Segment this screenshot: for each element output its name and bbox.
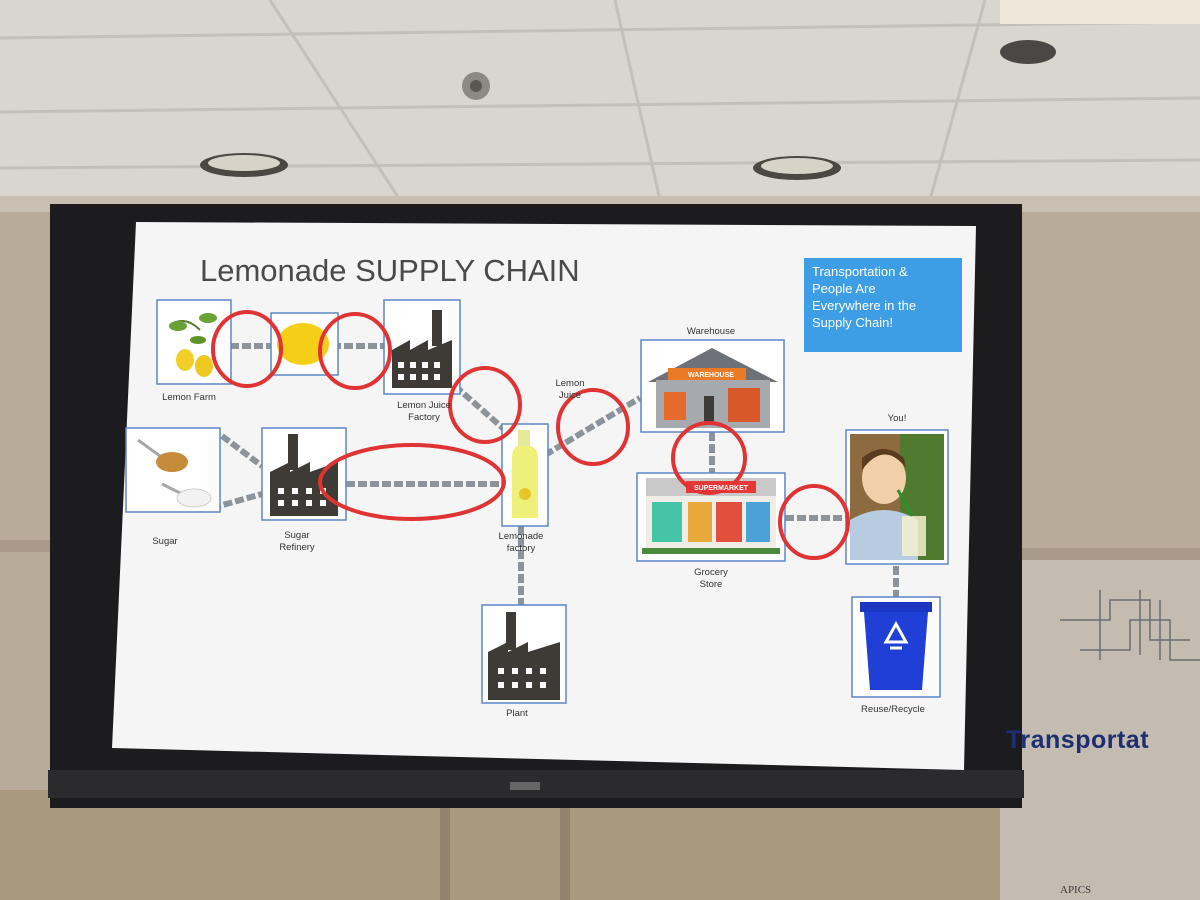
label-lemon-juice: Lemon Juice [555, 378, 584, 402]
ceiling-grid [0, 0, 1200, 201]
wall-sign-text: Transportat [1006, 726, 1150, 754]
lemon-tree-icon [169, 313, 217, 377]
lower-wall [0, 790, 1000, 900]
lemonade-bottle-icon [512, 430, 538, 518]
label-line: Grocery [694, 567, 728, 578]
sugar-spoons-icon [137, 438, 212, 508]
label-sugar: Sugar [152, 536, 178, 547]
label-sugar-refinery: Sugar Refinery [279, 530, 314, 554]
label-line: Factory [408, 412, 440, 423]
warehouse-icon [648, 348, 778, 428]
callout-line: Supply Chain! [812, 315, 893, 330]
child-drinking-photo [850, 434, 944, 560]
highlight-circle [448, 366, 522, 444]
recycle-bin-icon [860, 602, 932, 690]
label-lemonade-factory: Lemonade factory [499, 531, 544, 555]
supermarket-icon [642, 478, 780, 554]
label-line: Lemon [555, 378, 585, 389]
highlight-circle [318, 312, 392, 390]
highlight-circle [778, 484, 850, 560]
chain-sugar-refinery-top [220, 433, 264, 469]
supply-chain-links [211, 343, 899, 606]
callout-line: Everywhere in the [812, 298, 917, 313]
label-line: Lemonade [498, 531, 544, 542]
warehouse-sign-text: WAREHOUSE [688, 372, 734, 379]
highlight-circles [211, 310, 850, 560]
callout-line: People Are [812, 281, 876, 296]
wall-logo-text: APICS [1060, 884, 1092, 896]
supermarket-sign-text: SUPERMARKET [693, 485, 749, 492]
label-line: Refinery [279, 542, 315, 553]
label-line: factory [506, 543, 536, 554]
label-line: Juice [558, 390, 582, 401]
label-line: Store [699, 579, 723, 590]
label-line: Sugar [284, 530, 310, 541]
highlight-circle [211, 310, 283, 388]
recycle-icon [883, 620, 909, 650]
ceiling-light-panel [1000, 0, 1200, 24]
label-reuse-recycle: Reuse/Recycle [861, 704, 925, 715]
label-lemon-juice-factory: Lemon Juice Factory [397, 400, 451, 424]
label-plant: Plant [506, 708, 528, 719]
ceiling-speaker [1000, 40, 1056, 64]
lemon-icon [277, 323, 329, 365]
callout-line: Transportation & [812, 264, 908, 279]
label-warehouse: Warehouse [686, 326, 736, 337]
label-you: You! [887, 413, 907, 424]
slide-title: Lemonade SUPPLY CHAIN [200, 253, 580, 288]
wall-circuit-graphic [1060, 590, 1200, 661]
highlight-circle [671, 421, 747, 495]
label-line: Lemon Juice [397, 400, 451, 411]
chain-factory-juice [453, 383, 507, 433]
highlight-circle [556, 388, 630, 466]
label-lemon-farm: Lemon Farm [162, 392, 216, 403]
highlight-circle [318, 443, 506, 521]
label-grocery-store: Grocery Store [694, 567, 728, 591]
callout-box: Transportation & People Are Everywhere i… [804, 258, 962, 352]
